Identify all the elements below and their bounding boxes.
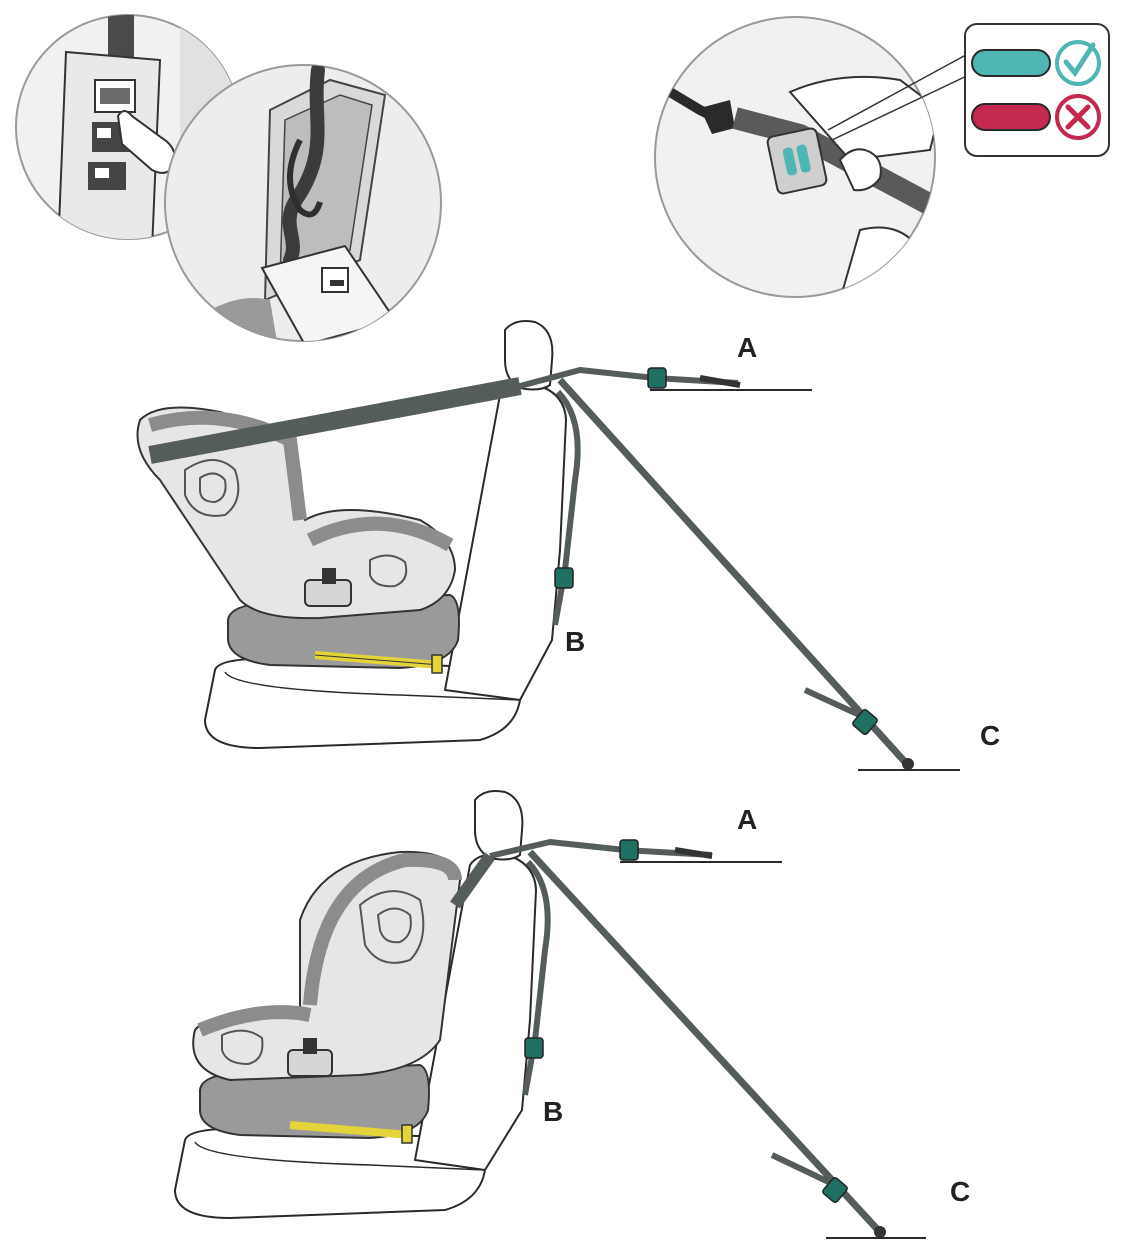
label-floor-c-top: C bbox=[980, 720, 1001, 751]
bottom-installation-diagram bbox=[174, 790, 926, 1239]
check-icon bbox=[1055, 40, 1101, 86]
top-installation-diagram bbox=[136, 320, 960, 771]
label-belt-b-bottom: B bbox=[543, 1096, 564, 1127]
detail-tension-indicator bbox=[654, 16, 936, 298]
ok-indicator-bar bbox=[971, 49, 1051, 77]
label-anchor-a-bottom: A bbox=[737, 804, 758, 835]
detail-compartment bbox=[164, 64, 442, 342]
label-anchor-a-top: A bbox=[737, 332, 758, 363]
cross-icon bbox=[1055, 94, 1101, 140]
bad-indicator-bar bbox=[971, 103, 1051, 131]
indicator-legend bbox=[964, 23, 1110, 157]
label-floor-c-bottom: C bbox=[950, 1176, 971, 1207]
label-belt-b-top: B bbox=[565, 626, 586, 657]
